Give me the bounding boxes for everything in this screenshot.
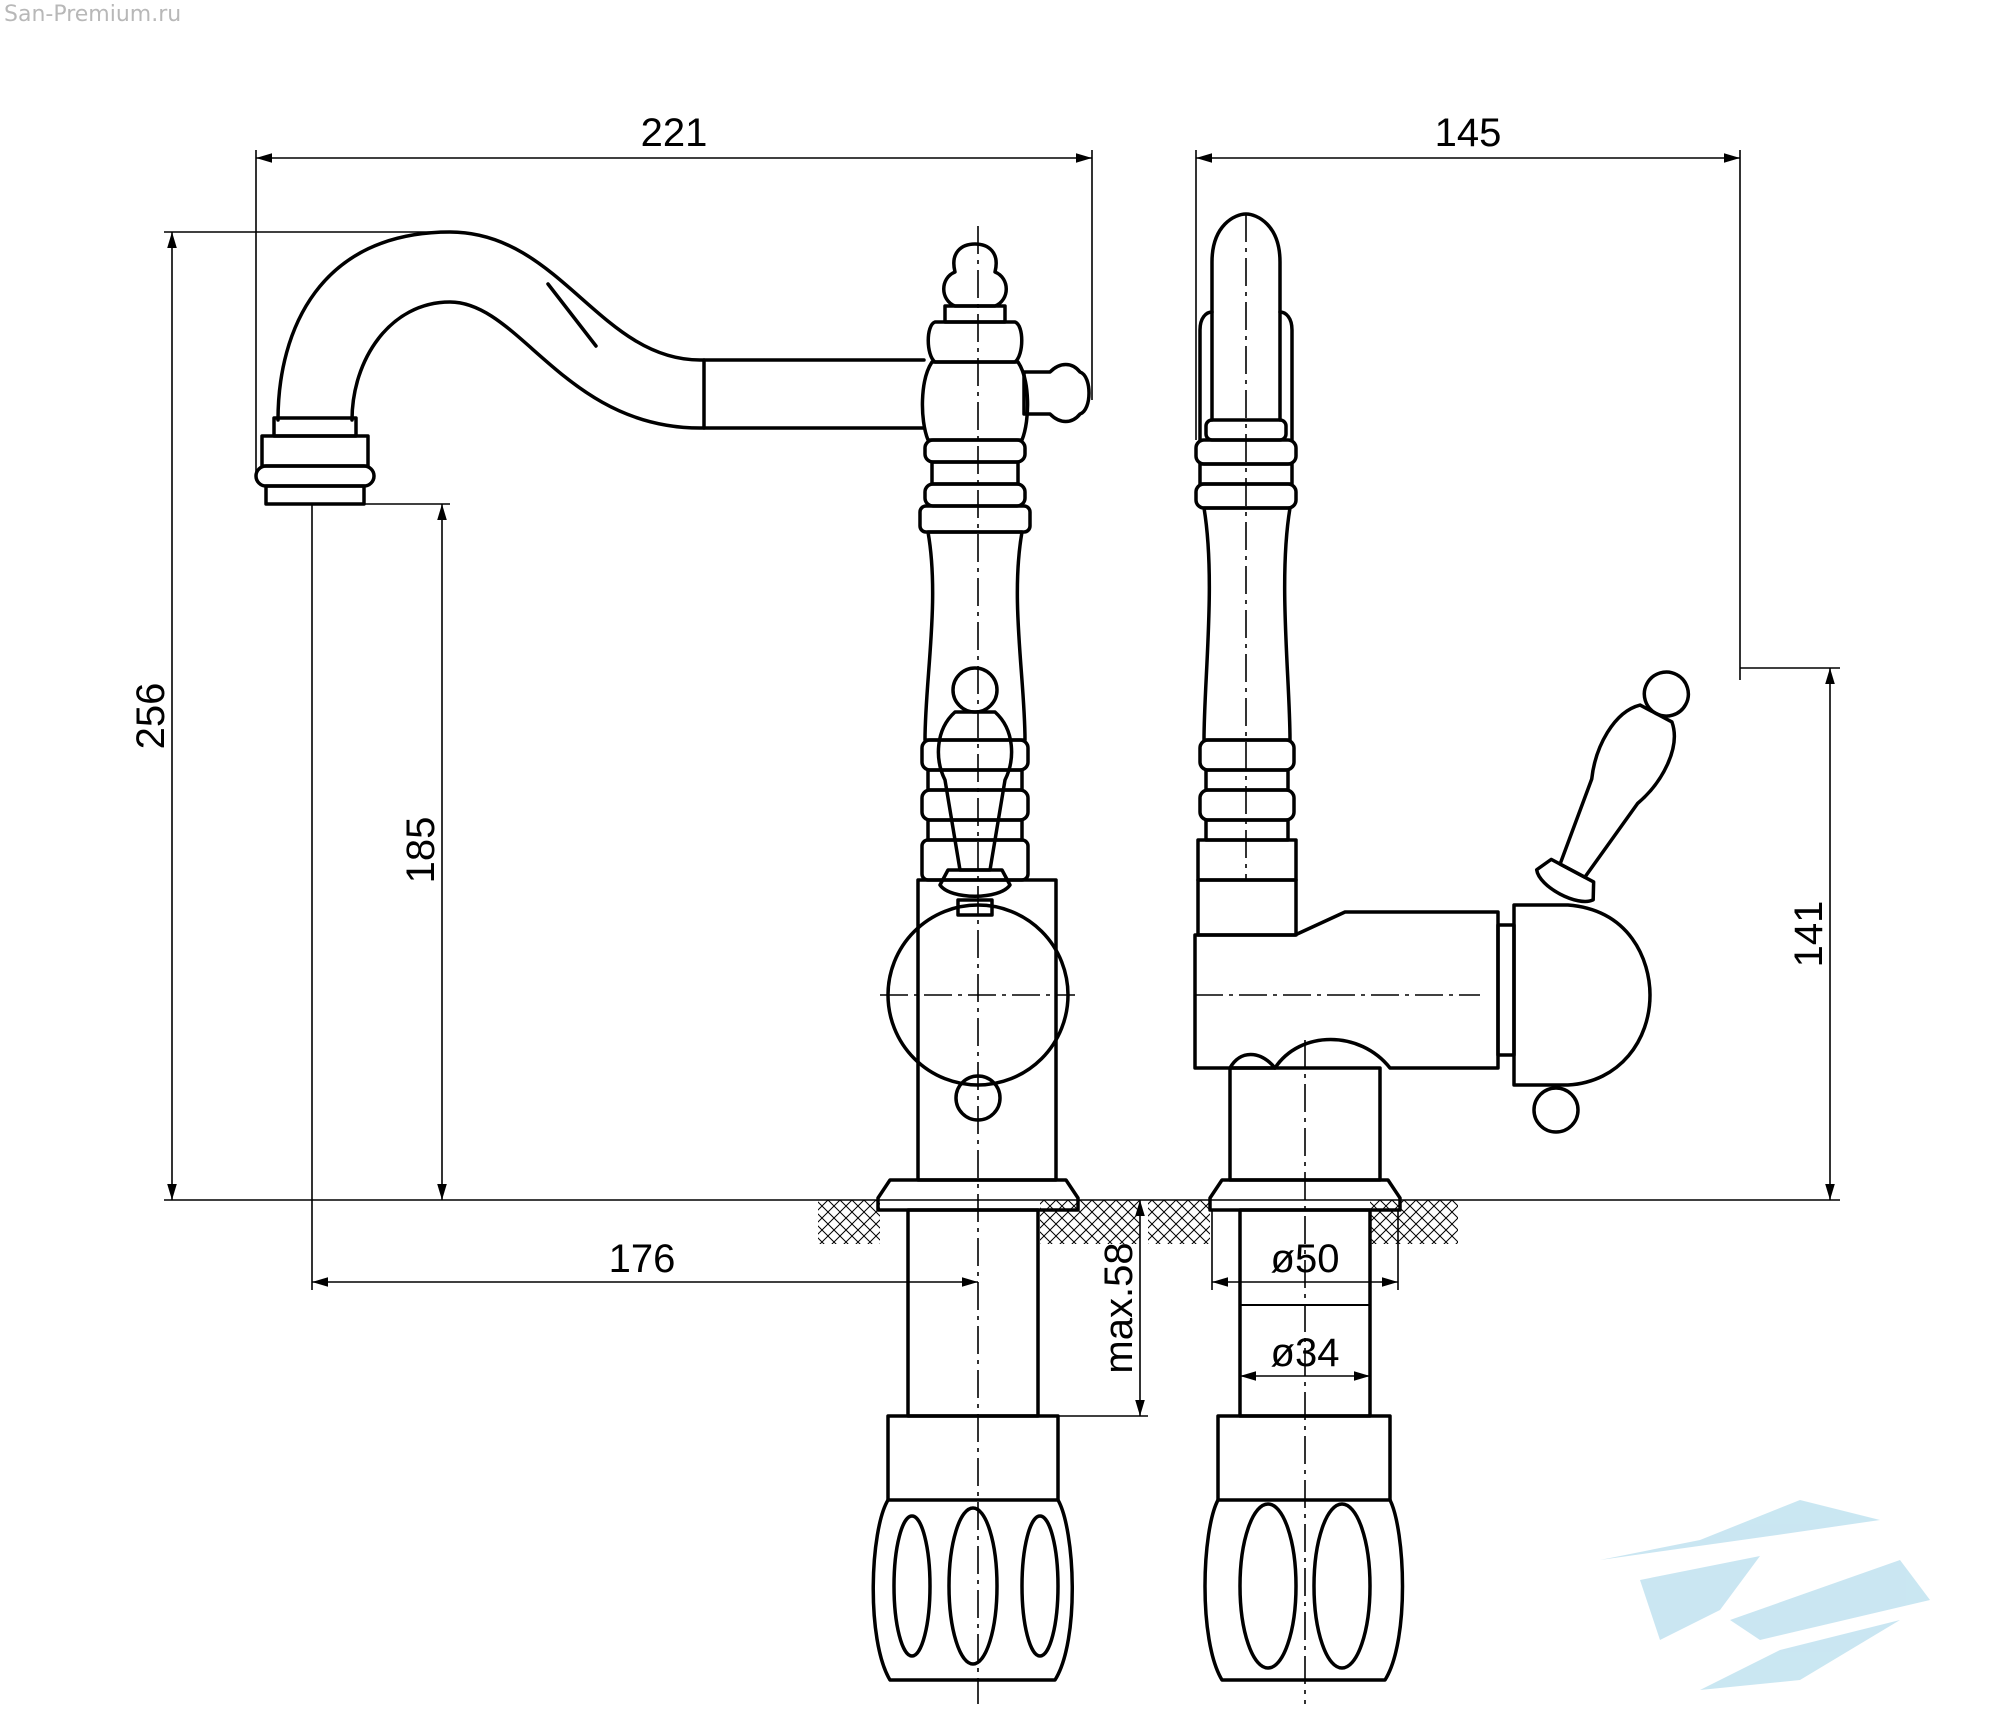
- lever-side: [1558, 703, 1676, 879]
- dim-221: 221: [641, 111, 708, 155]
- countertop-hatch-mid2: [1148, 1200, 1210, 1244]
- mounting-nut-front: [871, 1414, 1074, 1682]
- dim-d50: ø50: [1271, 1237, 1340, 1281]
- mounting-nut-side: [1203, 1414, 1405, 1682]
- dim-176: 176: [609, 1237, 676, 1281]
- dim-d34: ø34: [1271, 1331, 1340, 1375]
- column-side: [1202, 506, 1292, 742]
- body-side: [1193, 910, 1500, 1070]
- neck-side: [1228, 1052, 1277, 1070]
- top-finial: [942, 242, 1008, 308]
- valve-side: [1512, 903, 1652, 1087]
- aerator: [272, 416, 358, 438]
- countertop-hatch-right: [1370, 1200, 1458, 1244]
- side-view: [1193, 212, 1691, 1704]
- side-knob: [1022, 362, 1091, 424]
- countertop-hatch-mid: [1040, 1200, 1140, 1244]
- bottom-knob-side: [1532, 1086, 1580, 1134]
- dim-141: 141: [1787, 901, 1831, 968]
- countertop-hatch-left: [818, 1200, 880, 1244]
- base-flange-side: [1208, 1178, 1402, 1212]
- front-view: [254, 226, 1091, 1704]
- dim-145: 145: [1435, 111, 1502, 155]
- spout-inner: [350, 300, 926, 430]
- shank-front: [906, 1208, 1040, 1418]
- upper-body: [920, 360, 1030, 442]
- dim-256: 256: [129, 683, 173, 750]
- dim-max58: max.58: [1097, 1242, 1141, 1373]
- brand-logo: [1600, 1500, 1930, 1690]
- body-bulb: [923, 530, 1027, 742]
- lever-knob-side: [1642, 670, 1691, 718]
- lever-knob-front: [951, 666, 999, 714]
- watermark-text: San-Premium.ru: [4, 2, 182, 27]
- dimension-lines: 221 145 256 185 176 max.58: [129, 111, 1840, 1417]
- spout-outer: [276, 230, 926, 422]
- dim-185: 185: [399, 817, 443, 884]
